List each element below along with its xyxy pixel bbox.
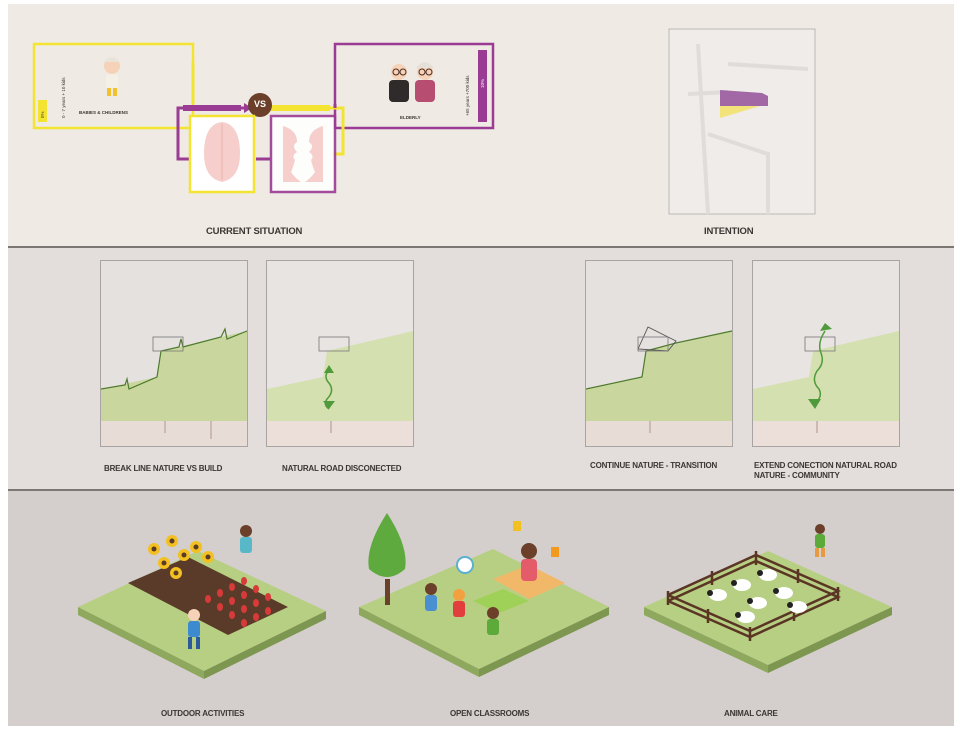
vs-label: VS [253,99,266,109]
vs-circle [248,93,272,117]
caption-break-line: BREAK LINE NATURE VS BUILD [104,464,223,473]
child-watering-figure [240,525,252,553]
teacher-figure [513,521,559,581]
sunflower-group [148,535,214,579]
babies-side-text: 0 - 7 years + 10 kids [61,77,66,118]
picnic-blanket [493,565,565,599]
babies-pct: 5% [40,111,45,118]
analysis-band: BREAK LINE NATURE VS BUILD NATURAL ROAD … [8,248,954,489]
caption-extend-connection: EXTEND CONECTION NATURAL ROAD [754,461,897,470]
map-extend-connection-drawing [753,261,899,446]
sheep-flock [707,569,807,623]
child-figure [104,57,120,96]
divider-2 [8,489,954,491]
caption-natural-road: NATURAL ROAD DISCONECTED [282,464,402,473]
elderly-label: ELDERLY [400,115,421,120]
map-continue-nature [585,260,733,447]
map-natural-road-disconnected [266,260,414,447]
caption-open-classrooms: OPEN CLASSROOMS [450,709,530,718]
activities-band: OUTDOOR ACTIVITIES OPEN CLASSROOMS ANIMA… [8,491,954,726]
elderly-couple-figure [389,62,435,102]
elderly-side-text: +65 years +700 kids [465,75,470,116]
intention-purple-block [720,90,768,106]
intention-map [668,28,816,215]
caption-animal-care: ANIMAL CARE [724,709,778,718]
map-break-line [100,260,248,447]
child-gardening-figure [188,609,200,649]
faces-shape [283,126,301,182]
brain-box-right [269,114,337,194]
current-situation-band: BABIES & CHILDRENS ELDERLY 0 - 7 years +… [8,4,954,246]
fence [666,551,842,641]
caption-extend-connection-line2: NATURE - COMMUNITY [754,471,840,480]
elderly-pct: 10% [480,78,485,88]
current-situation-title: CURRENT SITUATION [206,226,303,237]
divider-1 [8,246,954,248]
elderly-box [333,42,495,130]
child-running-figure [815,524,825,557]
tulip-rows [205,577,271,627]
elderly-pct-tag [478,50,487,122]
intention-title: INTENTION [704,226,754,237]
tree [368,513,406,605]
student-figures [425,556,499,635]
outdoor-activities-illustration [78,525,326,679]
babies-label: BABIES & CHILDRENS [79,110,129,115]
map-break-line-drawing [101,261,247,446]
caption-continue-nature: CONTINUE NATURE - TRANSITION [590,461,718,470]
caption-outdoor-activities: OUTDOOR ACTIVITIES [161,709,245,718]
intention-yellow-block [720,106,760,118]
map-continue-nature-drawing [586,261,732,446]
map-extend-connection [752,260,900,447]
map-natural-road-disconnected-drawing [267,261,413,446]
animal-care-illustration [644,524,892,673]
open-classrooms-illustration [359,513,609,677]
current-situation-diagram [32,28,816,215]
board: BABIES & CHILDRENS ELDERLY 0 - 7 years +… [8,4,954,726]
babies-pct-tag [38,100,47,122]
